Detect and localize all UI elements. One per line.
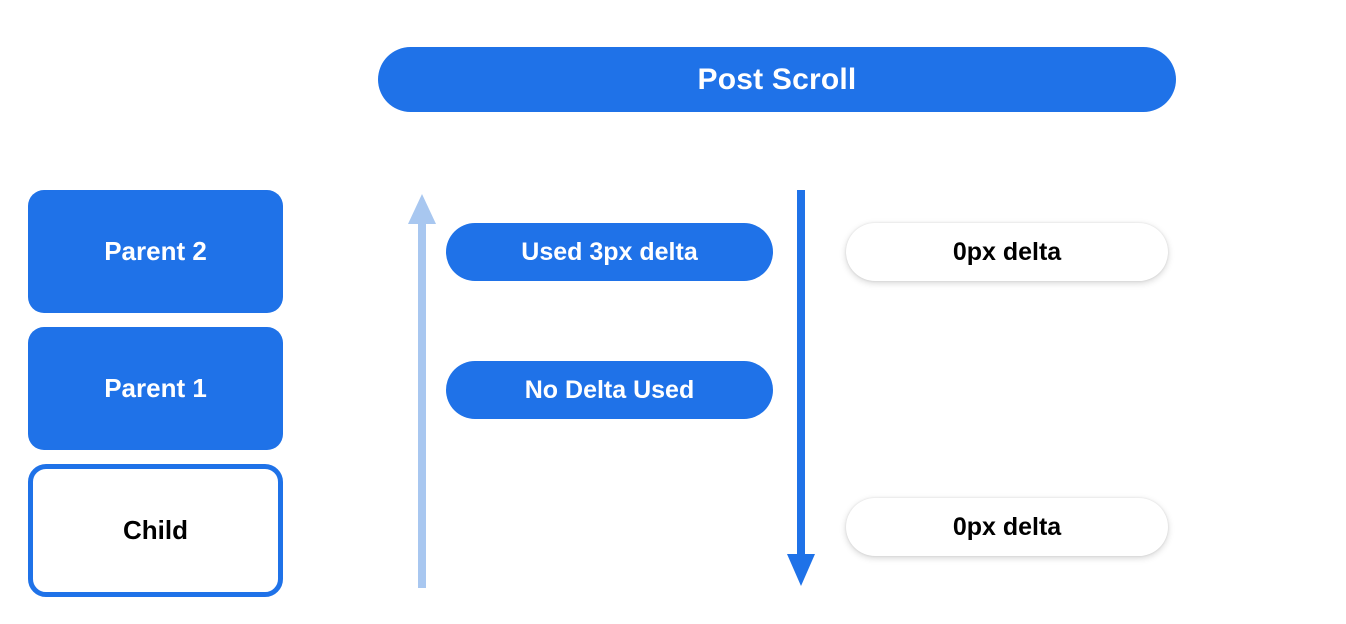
node-label-parent-1: Parent 1 bbox=[104, 373, 207, 403]
delta-pill-used-3px: Used 3px delta bbox=[446, 223, 773, 281]
node-box-parent-1: Parent 1 bbox=[28, 327, 283, 450]
delta-pill-no-delta-used: No Delta Used bbox=[446, 361, 773, 419]
scroll-up-arrow bbox=[404, 190, 440, 593]
delta-pill-remaining-bottom-label: 0px delta bbox=[952, 512, 1062, 541]
node-box-parent-2: Parent 2 bbox=[28, 190, 283, 313]
node-stack: Parent 2 Parent 1 Child bbox=[28, 190, 283, 597]
delta-pill-remaining-top-label: 0px delta bbox=[952, 237, 1062, 266]
post-scroll-banner: Post Scroll bbox=[378, 47, 1176, 112]
delta-pill-remaining-top: 0px delta bbox=[846, 223, 1168, 281]
delta-pill-remaining-bottom: 0px delta bbox=[846, 498, 1168, 556]
node-label-child: Child bbox=[123, 515, 188, 545]
node-box-child: Child bbox=[28, 464, 283, 597]
banner-title: Post Scroll bbox=[697, 62, 857, 96]
delta-pill-no-delta-used-label: No Delta Used bbox=[524, 375, 695, 404]
node-label-parent-2: Parent 2 bbox=[104, 236, 207, 266]
scroll-down-arrow bbox=[783, 190, 819, 593]
delta-pill-used-3px-label: Used 3px delta bbox=[521, 237, 698, 266]
